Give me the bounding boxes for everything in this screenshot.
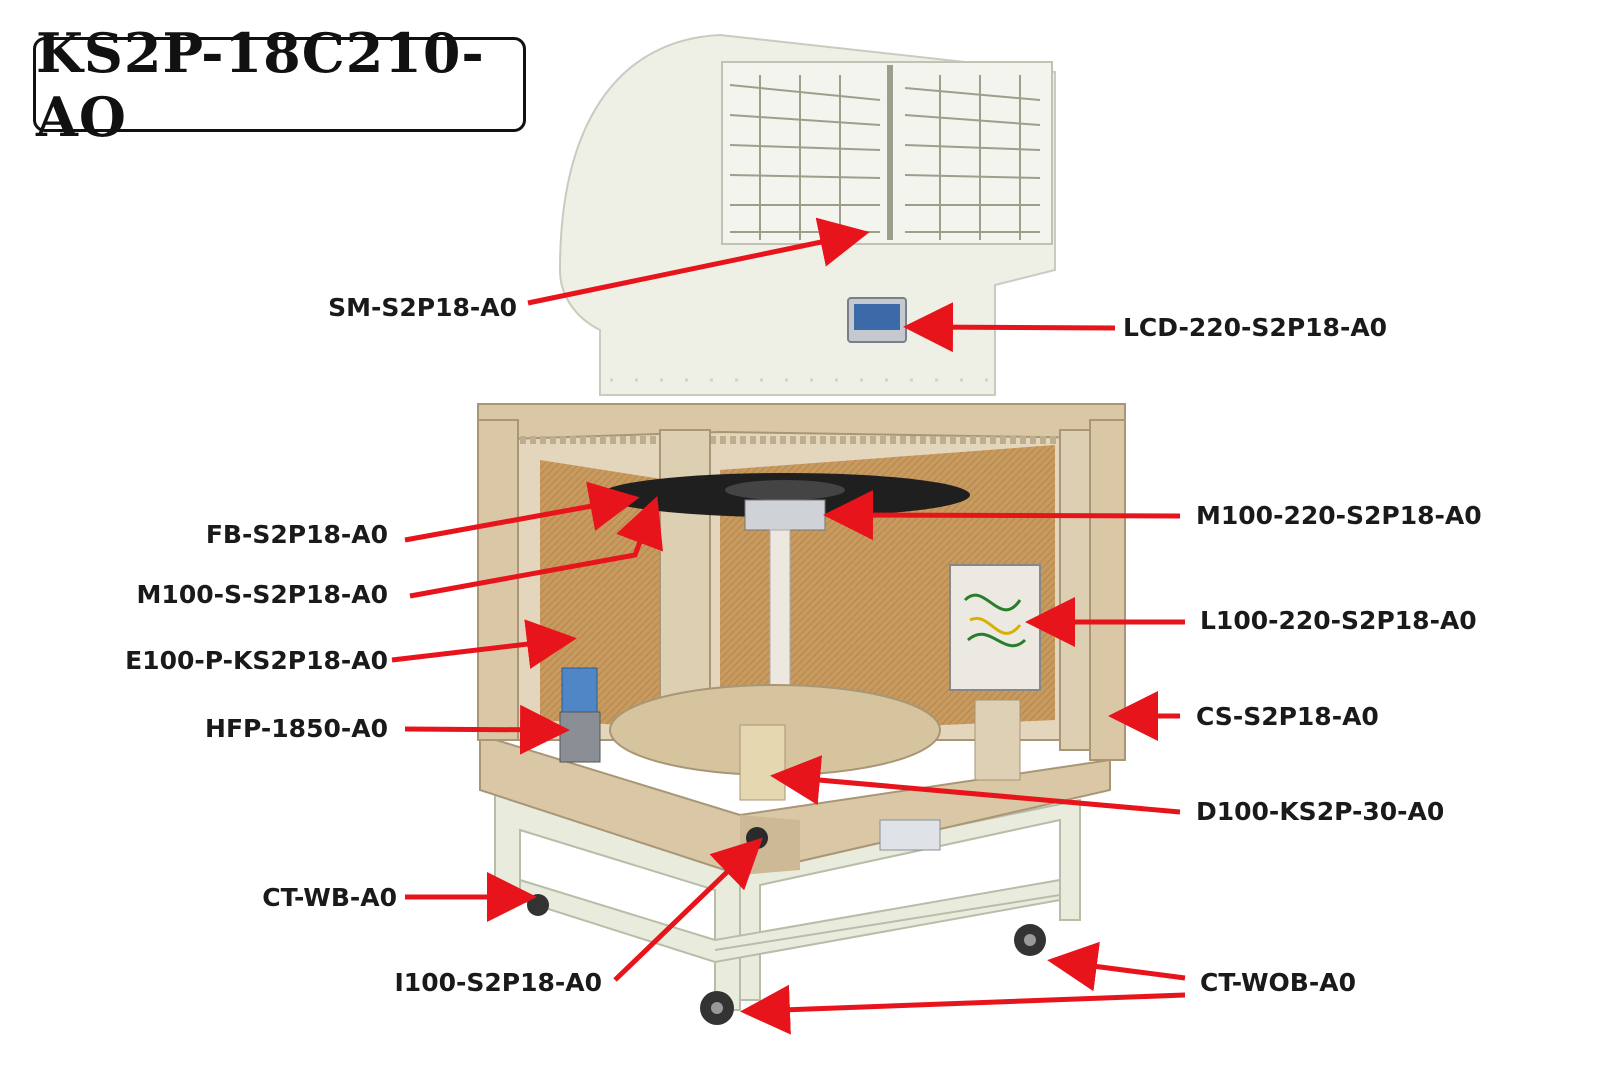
label-sm: SM-S2P18-A0	[328, 293, 517, 322]
arrow-i100	[613, 837, 763, 982]
louver-grid	[729, 65, 1041, 240]
pump-motor-icon	[559, 667, 601, 763]
label-ctwb: CT-WB-A0	[262, 883, 397, 912]
label-m100-220: M100-220-S2P18-A0	[1196, 501, 1482, 530]
arrow-hfp	[404, 704, 570, 755]
arrow-fb	[404, 481, 640, 543]
arrow-lcd	[903, 302, 1116, 353]
model-title: KS2P-18C210-AO	[33, 21, 526, 149]
label-m100s: M100-S-S2P18-A0	[136, 580, 388, 609]
label-cs: CS-S2P18-A0	[1196, 702, 1379, 731]
label-hfp: HFP-1850-A0	[205, 714, 388, 743]
arrow-d100	[770, 755, 1181, 815]
label-fb: FB-S2P18-A0	[205, 520, 388, 549]
label-d100: D100-KS2P-30-A0	[1196, 797, 1445, 826]
arrow-m100-220	[823, 490, 1181, 541]
label-i100: I100-S2P18-A0	[394, 968, 603, 997]
arrow-sm	[527, 217, 870, 306]
arrow-ctwob-1	[1047, 941, 1186, 992]
arrow-e100	[391, 619, 577, 669]
label-l100: L100-220-S2P18-A0	[1200, 606, 1477, 635]
label-e100: E100-P-KS2P18-A0	[125, 646, 388, 675]
arrow-ctwob-2	[740, 984, 1186, 1035]
arrow-m100s	[409, 495, 664, 599]
callout-arrows	[391, 217, 1186, 1035]
label-lcd: LCD-220-S2P18-A0	[1123, 313, 1388, 342]
fan-blade-icon	[600, 473, 970, 517]
cooler-body	[477, 403, 1126, 801]
caster-wheel-icon	[527, 894, 1046, 1025]
lcd-panel-icon	[847, 297, 907, 343]
label-ctwob: CT-WOB-A0	[1200, 968, 1356, 997]
top-housing	[558, 33, 1056, 396]
